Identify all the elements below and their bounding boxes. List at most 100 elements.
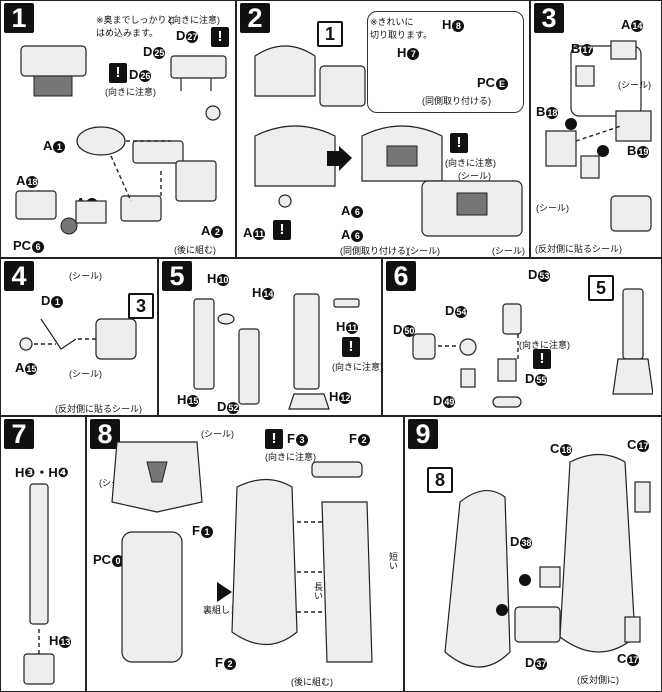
note-orientation: (向きに注意) [169, 15, 220, 25]
warning-icon: ! [342, 337, 360, 357]
note-seal: (シール) [492, 246, 525, 256]
note-long: 長い [313, 582, 323, 600]
hand-part [610, 195, 652, 232]
torso-part [254, 45, 366, 208]
step-4-number: 4 [4, 261, 34, 291]
knee-parts [412, 288, 653, 408]
note-reverse-seal: (反対側に貼るシール) [535, 244, 622, 254]
note-fit-firmly: ※奥までしっかりとはめ込みます。 [96, 15, 176, 38]
note-seal: (シール) [69, 271, 102, 281]
note-seal: (シール) [536, 203, 569, 213]
warning-icon: ! [450, 133, 468, 153]
note-same-side: (同側取り付ける) [340, 246, 409, 256]
step-1-ref: 1 [317, 21, 343, 47]
label-h3-h4: H❸・H❹ [15, 465, 69, 480]
step-3-number: 3 [534, 3, 564, 33]
gun-parts [23, 483, 55, 685]
step-9-panel: 9 C18 C17 8 D38 D37 C18 C17 (反対側に) [404, 416, 662, 692]
step-8-panel: 8 (シール) ! F3 F2 (向きに注意) (シール) F1 PC0 裏組し… [86, 416, 404, 692]
step-3-ref: 3 [128, 293, 154, 319]
d-parts [170, 55, 227, 121]
warning-icon: ! [273, 220, 291, 240]
note-same-side: (同側取り付ける) [422, 96, 491, 106]
chest-front [421, 180, 523, 237]
right-arrow-icon [327, 146, 352, 171]
step-1-number: 1 [4, 3, 34, 33]
step-8-ref: 8 [427, 467, 453, 493]
warning-icon: ! [265, 429, 283, 449]
note-seal: (シール) [407, 246, 440, 256]
shield-parts [111, 441, 373, 663]
note-reverse: (反対側に) [577, 675, 619, 685]
step-5-ref: 5 [588, 275, 614, 301]
note-orientation: (向きに注意) [519, 340, 570, 350]
detail-inset [367, 11, 524, 113]
step-9-number: 9 [408, 419, 438, 449]
note-mirror: 裏組します [203, 605, 249, 615]
step-5-number: 5 [162, 261, 192, 291]
note-seal: (シール) [69, 369, 102, 379]
note-seal: (シール) [201, 429, 234, 439]
shield-assembly [444, 453, 651, 668]
backpack-part [20, 45, 87, 97]
note-seal: (シール) [458, 171, 491, 181]
note-orientation: (向きに注意) [265, 452, 316, 462]
small-parts [15, 190, 107, 235]
note-reverse-seal: (反対側に貼るシール) [55, 404, 142, 414]
note-orientation: (向きに注意) [445, 158, 496, 168]
arm-parts [545, 40, 652, 179]
arm-parts [76, 126, 217, 222]
note-orientation: (向きに注意) [332, 362, 382, 372]
shoulder-parts [19, 318, 137, 360]
warning-icon: ! [109, 63, 127, 83]
step-2-number: 2 [240, 3, 270, 33]
warning-icon: ! [211, 27, 229, 47]
step-8-number: 8 [90, 419, 120, 449]
note-short: 短い [388, 552, 398, 570]
note-assemble-later: (後に組む) [174, 245, 216, 255]
note-cut-cleanly: ※きれいに切り取ります。 [370, 17, 433, 40]
step-7-number: 7 [4, 419, 34, 449]
